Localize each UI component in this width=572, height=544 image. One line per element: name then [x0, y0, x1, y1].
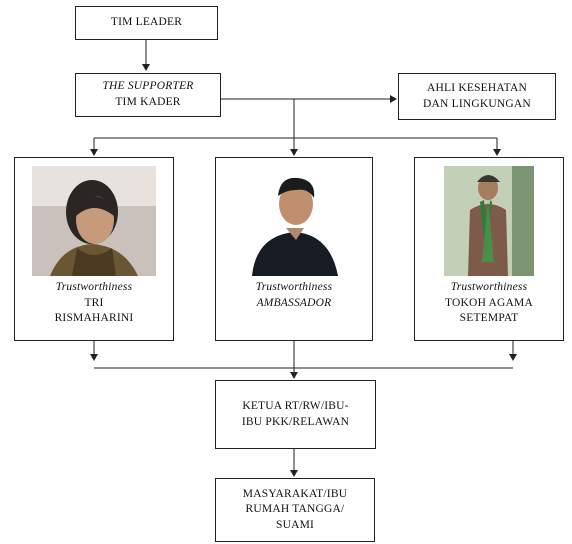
- ahli-line-1: AHLI KESEHATAN: [427, 81, 527, 94]
- person-1-name-line-2: RISMAHARINI: [54, 312, 134, 325]
- ketua-box: KETUA RT/RW/IBU- IBU PKK/RELAWAN: [215, 380, 376, 449]
- person-3-name-line-1: TOKOH AGAMA: [445, 296, 533, 309]
- person-1-name-line-1: TRI: [84, 296, 104, 309]
- supporter-box: THE SUPPORTER TIM KADER: [75, 73, 221, 117]
- ahli-line-2: DAN LINGKUNGAN: [423, 97, 531, 110]
- person-3-tag: Trustworthiness: [450, 281, 528, 293]
- masyarakat-box: MASYARAKAT/IBU RUMAH TANGGA/ SUAMI: [215, 478, 375, 542]
- ahli-kesehatan-box: AHLI KESEHATAN DAN LINGKUNGAN: [398, 73, 556, 120]
- supporter-title: THE SUPPORTER: [102, 80, 194, 93]
- person-box-risma: Trustworthiness TRI RISMAHARINI: [14, 157, 174, 341]
- masyarakat-line-1: MASYARAKAT/IBU: [242, 487, 348, 500]
- ketua-line-2: IBU PKK/RELAWAN: [241, 415, 350, 428]
- person-1-tag: Trustworthiness: [55, 281, 133, 293]
- tim-leader-box: TIM LEADER: [75, 6, 218, 40]
- young-man-portrait-photo: [246, 166, 342, 276]
- woman-portrait-photo: [32, 166, 156, 276]
- masyarakat-line-3: SUAMI: [275, 518, 315, 531]
- person-box-tokoh-agama: Trustworthiness TOKOH AGAMA SETEMPAT: [414, 157, 564, 341]
- ketua-line-1: KETUA RT/RW/IBU-: [242, 399, 349, 412]
- person-2-tag: Trustworthiness: [255, 281, 333, 293]
- religious-figure-photo: [444, 166, 534, 276]
- person-2-name: AMBASSADOR: [256, 296, 332, 309]
- supporter-subtitle: TIM KADER: [115, 96, 181, 108]
- person-box-ambassador: Trustworthiness AMBASSADOR: [215, 157, 373, 341]
- person-3-name-line-2: SETEMPAT: [459, 312, 519, 325]
- masyarakat-line-2: RUMAH TANGGA/: [245, 503, 345, 516]
- tim-leader-label: TIM LEADER: [110, 16, 183, 29]
